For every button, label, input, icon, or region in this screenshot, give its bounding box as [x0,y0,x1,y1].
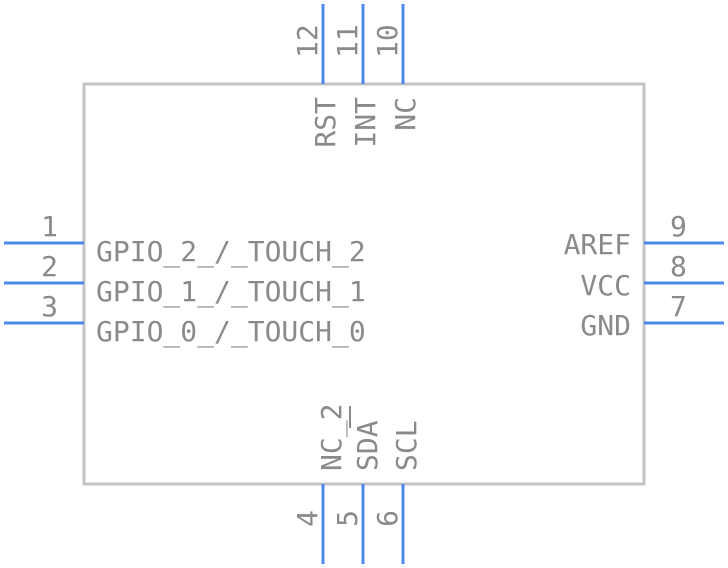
pin-10-name: NC [389,97,422,131]
pin-7-name: GND [580,309,631,342]
pin-12-number: 12 [291,24,324,58]
pin-11-number: 11 [331,24,364,58]
pin-4-number: 4 [291,510,324,527]
pin-3-number: 3 [41,290,58,323]
pin-2-name: GPIO_1_/_TOUCH_1 [96,275,366,309]
pin-6-name: SCL [390,420,423,471]
pin-1-name: GPIO_2_/_TOUCH_2 [96,235,366,269]
pin-7-number: 7 [670,290,687,323]
pin-3-name: GPIO_0_/_TOUCH_0 [96,315,366,349]
pin-12-name: RST [309,97,342,148]
pin-8-name: VCC [580,269,631,302]
pin-9-number: 9 [670,210,687,243]
pin-1-number: 1 [41,210,58,243]
pin-10-number: 10 [371,24,404,58]
pin-4-name: NC_2 [315,404,349,471]
pin-9-name: AREF [564,228,631,261]
pin-8-number: 8 [670,250,687,283]
pin-6-number: 6 [371,510,404,527]
component-body [82,82,646,486]
pin-11-name: INT [349,97,382,148]
pin-5-number: 5 [331,510,364,527]
pin-5-name: SDA [351,420,384,471]
pin-2-number: 2 [41,250,58,283]
